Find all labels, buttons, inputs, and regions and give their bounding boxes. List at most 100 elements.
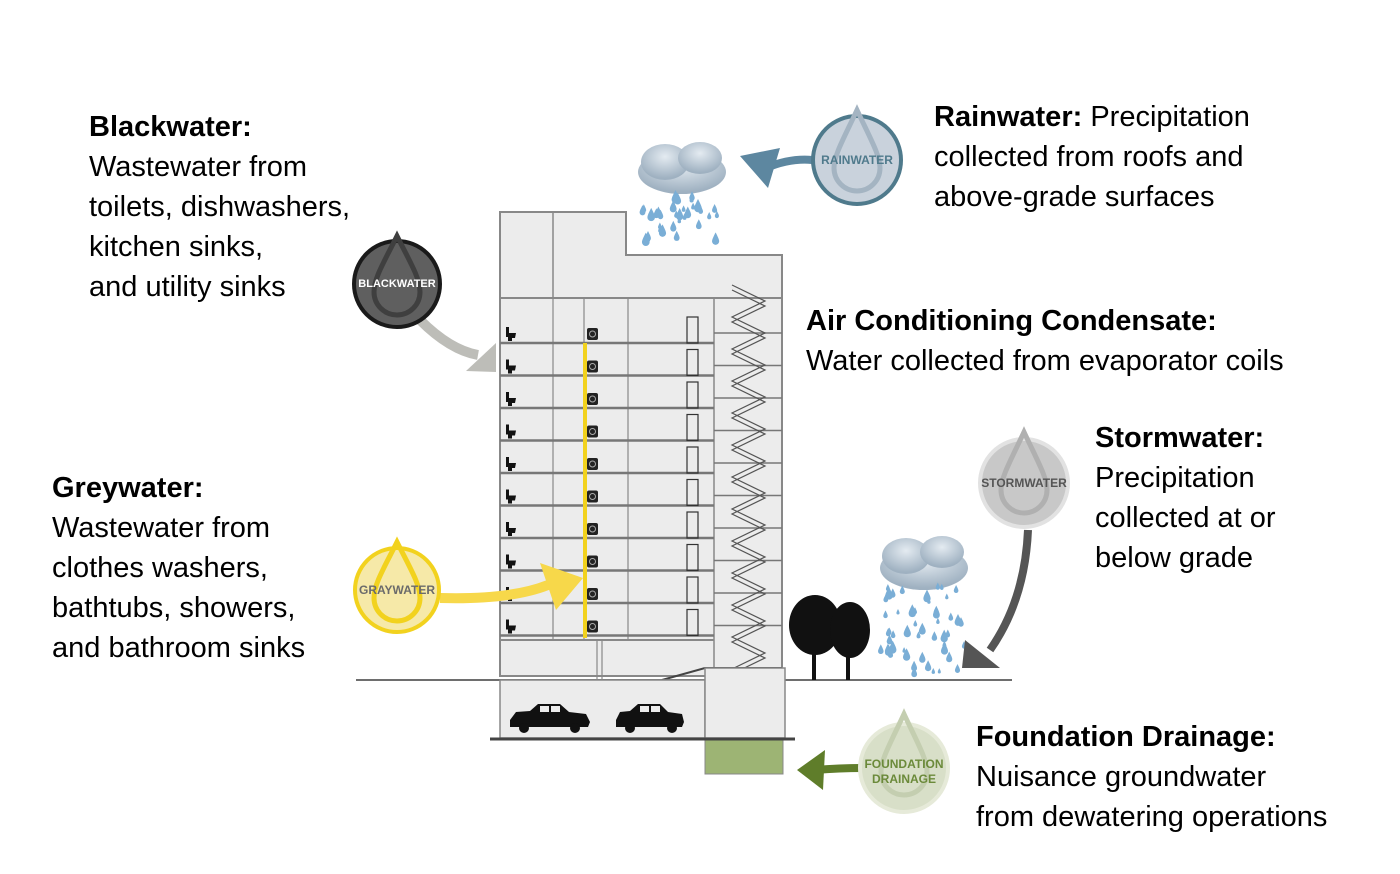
foundation-badge-label-2: DRAINAGE (872, 772, 936, 786)
stormwater-line: Precipitation (1095, 462, 1255, 494)
greywater-line: clothes washers, (52, 552, 268, 584)
stormwater-line: collected at or (1095, 502, 1276, 534)
rain-drop (684, 206, 692, 219)
rain-cloud-grade-icon (878, 536, 968, 678)
door-icon (686, 348, 699, 377)
rain-drop (712, 232, 720, 245)
stair-flight (730, 284, 767, 670)
greywater-line: and bathroom sinks (52, 632, 306, 664)
blackwater-label: Blackwater: Wastewater from toilets, dis… (89, 107, 350, 307)
graywater-arrowhead (540, 563, 583, 610)
rain-drop (878, 644, 884, 655)
foundation-drainage-badge: FOUNDATION DRAINAGE (858, 708, 950, 814)
washer-icon (587, 360, 598, 373)
blackwater-arrow (416, 316, 480, 360)
washer-icon (587, 458, 598, 470)
door-icon (686, 316, 699, 344)
foundation-arrowhead (797, 750, 825, 790)
rain-drop (883, 610, 888, 619)
blackwater-line: Wastewater from (89, 151, 308, 183)
greywater-label: Greywater: Wastewater from clothes washe… (52, 468, 305, 668)
door-icon (686, 543, 699, 572)
door-icon (686, 413, 699, 442)
foundation-line: Nuisance groundwater (976, 761, 1267, 793)
blackwater-badge: BLACKWATER (352, 230, 442, 329)
washer-door (589, 330, 596, 338)
rain-drop (940, 642, 949, 655)
blackwater-arrowhead (466, 343, 496, 372)
washer-icon (587, 490, 598, 503)
building-floors (500, 316, 782, 637)
rain-drop (884, 643, 891, 655)
washer-door (589, 558, 596, 565)
rainwater-line: above-grade surfaces (934, 181, 1215, 213)
stormwater-badge-label: STORMWATER (981, 476, 1067, 490)
greywater-line: bathtubs, showers, (52, 592, 296, 624)
stormwater-label: Stormwater: Precipitation collected at o… (1095, 418, 1276, 578)
rain-drop (948, 612, 954, 621)
rainwater-line: Precipitation (1082, 101, 1250, 133)
foundation-line: from dewatering operations (976, 801, 1328, 833)
stormwater-arrowhead (962, 640, 1000, 668)
washer-icon (587, 620, 598, 633)
toilet-icon (506, 424, 516, 439)
rain-drop (913, 620, 918, 627)
door-icon (686, 446, 699, 474)
car-icon (510, 704, 590, 733)
washer-door (589, 590, 596, 598)
stormwater-title: Stormwater: (1095, 422, 1265, 454)
washer-door (589, 460, 596, 468)
rain-drop (919, 651, 926, 663)
rain-drop (924, 660, 932, 672)
rain-drop (896, 608, 900, 615)
door-icon (686, 608, 699, 637)
rain-drop (932, 606, 940, 619)
washer-door (589, 428, 596, 435)
washer-icon (587, 588, 598, 600)
rainwater-badge: RAINWATER (811, 104, 903, 206)
toilet-icon (506, 554, 516, 569)
rain-drop (885, 584, 890, 591)
door-icon (686, 478, 699, 507)
rain-drop (918, 622, 926, 635)
washer-door (589, 395, 596, 403)
rain-drop (908, 604, 916, 618)
toilet-icon (506, 392, 516, 406)
graywater-badge-label: GRAYWATER (359, 583, 435, 597)
stormwater-arrow (986, 529, 1032, 653)
washer-door (589, 623, 596, 630)
condensate-title: Air Conditioning Condensate: (806, 305, 1217, 337)
rain-drop (655, 206, 662, 218)
condensate-label: Air Conditioning Condensate: Water colle… (806, 301, 1284, 381)
rain-cloud-roof-icon (638, 142, 726, 247)
blackwater-badge-label: BLACKWATER (358, 278, 435, 290)
rainwater-title: Rainwater: (934, 101, 1083, 133)
washer-door (589, 363, 596, 370)
greywater-line: Wastewater from (52, 512, 271, 544)
foundation-title: Foundation Drainage: (976, 721, 1276, 753)
rain-drop (707, 212, 712, 220)
toilet-icon (506, 619, 516, 634)
rain-drop (695, 219, 702, 230)
rain-drop (945, 629, 951, 638)
tree-icon (789, 595, 870, 680)
blackwater-line: and utility sinks (89, 271, 286, 303)
toilet-icon (506, 457, 516, 471)
foundation-label: Foundation Drainage: Nuisance groundwate… (976, 717, 1327, 837)
stair-flight (730, 289, 767, 675)
rain-drop (954, 664, 961, 673)
washer-icon (587, 555, 598, 568)
toilet-icon (506, 359, 516, 374)
washer-door (589, 493, 596, 500)
rain-drop (673, 230, 680, 241)
graywater-arrow (439, 580, 550, 604)
toilet-icon (506, 522, 516, 536)
door-icon (686, 576, 699, 604)
blackwater-title: Blackwater: (89, 111, 252, 143)
stormwater-line: below grade (1095, 542, 1253, 574)
stormwater-badge: STORMWATER (978, 426, 1070, 529)
rain-drop (931, 631, 938, 641)
rain-drop (945, 593, 949, 600)
rain-drop (937, 668, 941, 674)
